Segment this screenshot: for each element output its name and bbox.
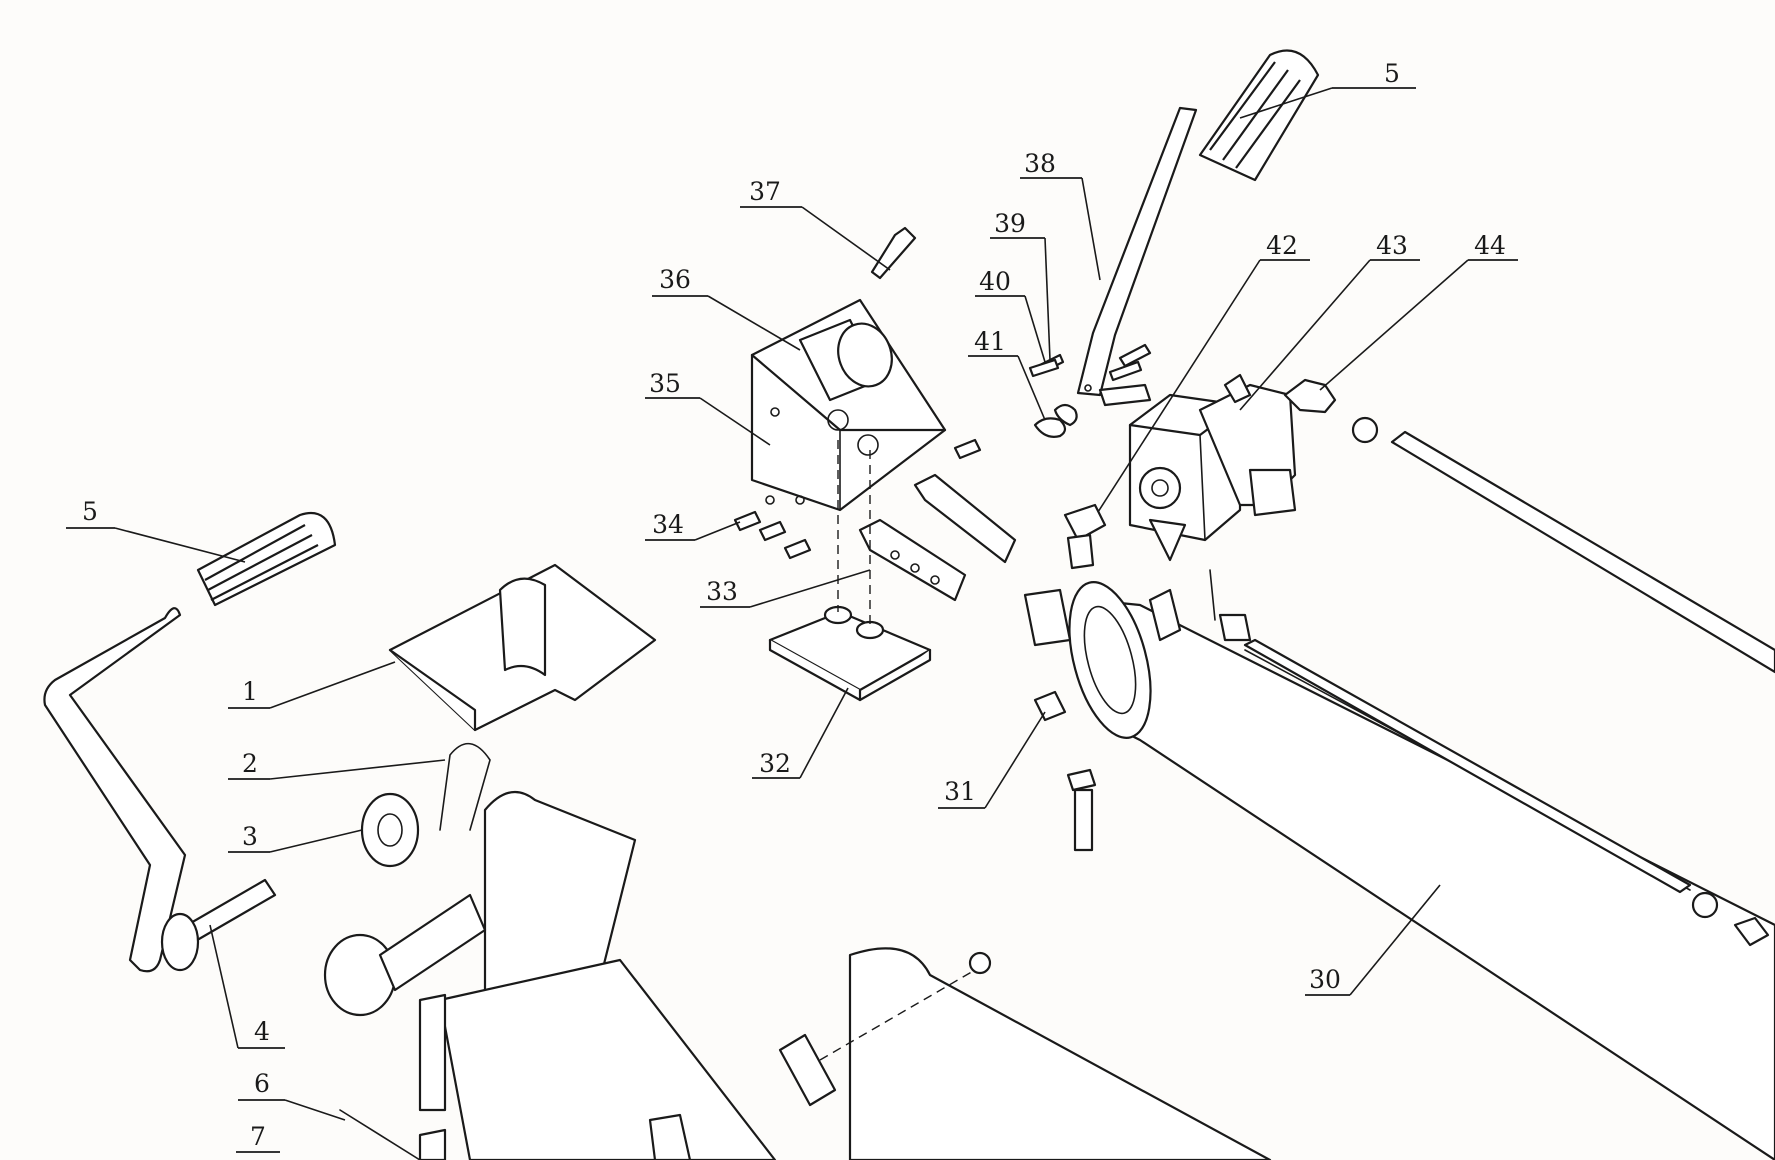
part-44-elbow-fitting: [1283, 378, 1379, 444]
svg-text:39: 39: [994, 209, 1026, 238]
part-31-bolt: [1033, 690, 1067, 722]
svg-text:4: 4: [254, 1017, 270, 1046]
return-rod: [1390, 430, 1775, 674]
part-30-hydraulic-cylinder: [1023, 569, 1775, 1160]
part-2-hair-pin: [439, 742, 491, 831]
callout-33: 33: [700, 569, 871, 608]
svg-text:32: 32: [759, 749, 791, 778]
svg-text:31: 31: [944, 777, 976, 806]
svg-text:1: 1: [242, 677, 258, 706]
svg-text:42: 42: [1266, 231, 1298, 260]
callout-32: 32: [752, 687, 849, 779]
beam-frame: [323, 893, 1272, 1160]
stud-nut: [1066, 768, 1097, 852]
svg-text:7: 7: [250, 1122, 266, 1151]
svg-text:3: 3: [242, 822, 258, 851]
part-38-handle-lever: [1076, 106, 1198, 397]
part-34-screws: [733, 438, 982, 560]
part-3-washer: [360, 792, 420, 868]
svg-text:30: 30: [1309, 965, 1341, 994]
callout-39: 39: [990, 209, 1051, 361]
part-36-pivot-tube: [798, 318, 893, 402]
part-32-rack-plate: [768, 440, 932, 702]
part-33-slide-plate: [858, 473, 1017, 602]
part-5-handle-grip-left: [196, 512, 337, 607]
svg-text:33: 33: [706, 577, 738, 606]
svg-text:40: 40: [979, 267, 1011, 296]
svg-text:2: 2: [242, 749, 258, 778]
callout-7: 7: [236, 1122, 280, 1153]
fitting-elbow-left: [1063, 503, 1107, 570]
callout-35: 35: [645, 369, 771, 446]
svg-text:44: 44: [1474, 231, 1506, 260]
svg-text:6: 6: [254, 1069, 270, 1098]
svg-text:38: 38: [1024, 149, 1056, 178]
svg-text:5: 5: [82, 497, 98, 526]
callout-3: 3: [228, 822, 363, 853]
svg-text:5: 5: [1384, 59, 1400, 88]
callout-5-left: 5: [66, 497, 246, 563]
wedge-blade: [483, 790, 637, 1022]
callout-44: 44: [1319, 231, 1518, 391]
svg-text:34: 34: [652, 510, 684, 539]
part-4-pin: [160, 878, 277, 972]
callout-5-top: 5: [1239, 59, 1416, 119]
part-40-bolt: [1028, 358, 1143, 382]
callout-31: 31: [938, 711, 1046, 809]
part-5-handle-grip-top: [1198, 49, 1320, 182]
callout-42: 42: [1097, 231, 1310, 513]
callout-43: 43: [1239, 231, 1420, 411]
part-37-bolt: [870, 226, 917, 280]
callout-34: 34: [645, 510, 741, 541]
svg-text:37: 37: [749, 177, 781, 206]
svg-text:35: 35: [649, 369, 681, 398]
svg-text:36: 36: [659, 265, 691, 294]
callout-4: 4: [209, 924, 285, 1049]
svg-text:41: 41: [974, 327, 1006, 356]
callout-30: 30: [1305, 884, 1441, 996]
callout-41: 41: [968, 327, 1046, 421]
part-1-v-block: [388, 563, 657, 732]
callout-1: 1: [228, 661, 396, 709]
callout-37: 37: [740, 177, 891, 271]
callout-38: 38: [1020, 149, 1101, 281]
callout-36: 36: [652, 265, 801, 351]
callout-40: 40: [975, 267, 1046, 363]
part-43-valve-block: [1198, 373, 1297, 517]
callout-6: 6: [238, 1069, 346, 1121]
part-41-clip: [1033, 403, 1078, 438]
callout-2: 2: [228, 749, 446, 780]
crank-handle: [43, 607, 187, 973]
svg-text:43: 43: [1376, 231, 1408, 260]
